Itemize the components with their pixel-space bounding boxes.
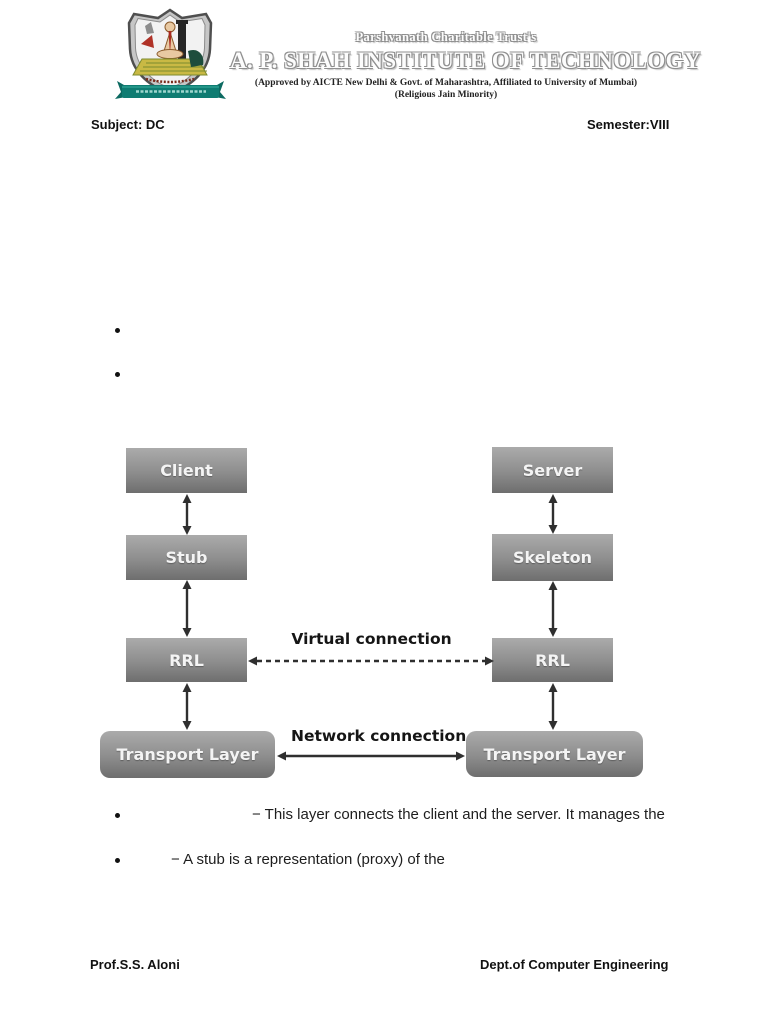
subject-label: Subject: DC <box>91 117 165 132</box>
minority-line: (Religious Jain Minority) <box>394 90 498 100</box>
vertical-arrow <box>548 581 558 637</box>
diagram-arrows <box>182 494 558 761</box>
virtual-connection-label: Virtual connection <box>291 630 452 648</box>
diagram-box-stub: Stub <box>126 535 247 580</box>
vertical-arrow <box>182 580 192 637</box>
bullet-dot <box>115 813 120 818</box>
footer-author: Prof.S.S. Aloni <box>90 957 180 972</box>
trust-line: Parshvanath Charitable Trust's <box>355 30 537 44</box>
dashed-virtual-connection-arrow <box>248 656 494 666</box>
diagram-box-skeleton: Skeleton <box>492 534 613 581</box>
semester-label: Semester:VIII <box>587 117 670 132</box>
note-item: − A stub is a representation (proxy) of … <box>171 851 445 868</box>
diagram-box-rrl-server: RRL <box>492 638 613 682</box>
solid-network-connection-arrow <box>277 751 465 761</box>
bullet-dot <box>115 372 120 377</box>
diagram-box-client: Client <box>126 448 247 493</box>
letterhead: Parshvanath Charitable Trust's A. P. SHA… <box>230 30 701 100</box>
vertical-arrow <box>182 683 192 730</box>
footer-department: Dept.of Computer Engineering <box>480 957 669 972</box>
bullet-dot <box>115 858 120 863</box>
bullet-dot <box>115 328 120 333</box>
approval-line: (Approved by AICTE New Delhi & Govt. of … <box>254 78 638 88</box>
vertical-arrow <box>548 494 558 534</box>
vertical-arrow <box>182 494 192 535</box>
institute-logo-icon <box>115 8 226 99</box>
institute-name: A. P. SHAH INSTITUTE OF TECHNOLOGY <box>230 48 701 73</box>
diagram-box-server: Server <box>492 447 613 493</box>
diagram-box-transport-client: Transport Layer <box>100 731 275 778</box>
diagram-box-transport-server: Transport Layer <box>466 731 643 777</box>
note-item: − This layer connects the client and the… <box>252 806 665 823</box>
diagram-box-rrl-client: RRL <box>126 638 247 682</box>
vertical-arrow <box>548 683 558 730</box>
network-connection-label: Network connection <box>291 727 467 745</box>
